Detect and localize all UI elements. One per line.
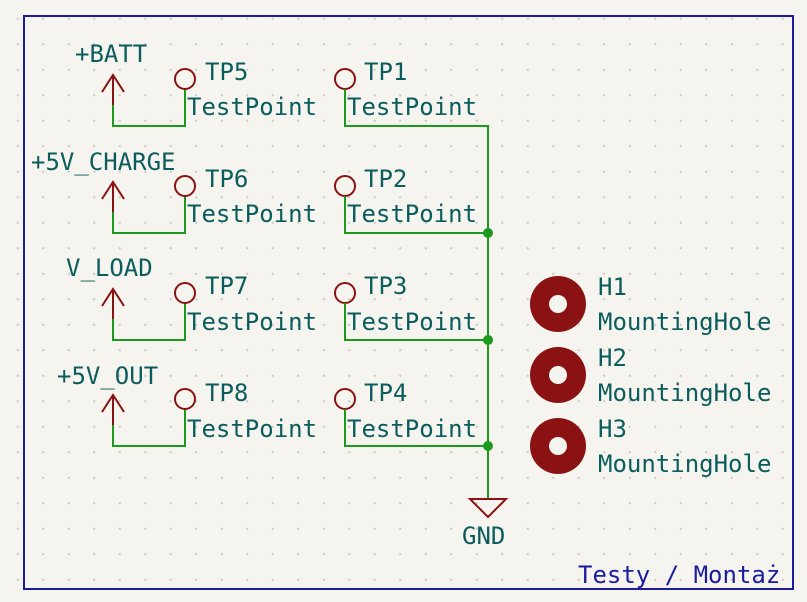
tp6-value: TestPoint <box>187 200 317 228</box>
testpoint-tp4-icon[interactable] <box>334 388 356 410</box>
power-label-v-load: V_LOAD <box>66 254 153 282</box>
wire-5v-charge-tp6 <box>112 196 186 234</box>
tp2-ref: TP2 <box>364 165 407 193</box>
tp2-value: TestPoint <box>347 200 477 228</box>
tp1-ref: TP1 <box>364 58 407 86</box>
tp8-value: TestPoint <box>187 415 317 443</box>
testpoint-tp7-icon[interactable] <box>174 282 196 304</box>
h2-ref: H2 <box>598 344 627 372</box>
wire-5v-out-tp8 <box>112 409 186 447</box>
h3-ref: H3 <box>598 415 627 443</box>
sheet-border <box>23 15 794 590</box>
mounting-hole-h2[interactable]: H2 MountingHole <box>530 344 771 407</box>
tp3-value: TestPoint <box>347 308 477 336</box>
testpoint-tp1-icon[interactable] <box>334 68 356 90</box>
gnd-testpoint-group[interactable]: TP1 TestPoint TP2 TestPoint TP3 TestPoin… <box>334 58 509 550</box>
power-arrow-head-batt <box>101 73 125 93</box>
power-testpoint-group-2[interactable]: +5V_CHARGE TP6 TestPoint <box>31 148 317 234</box>
mounting-hole-h2-center <box>549 366 567 384</box>
tp4-value: TestPoint <box>347 415 477 443</box>
wire-tp1-gnd <box>344 89 489 233</box>
power-label-5v-charge: +5V_CHARGE <box>31 148 176 176</box>
ground-symbol-icon[interactable] <box>467 498 509 519</box>
power-label-5v-out: +5V_OUT <box>57 362 158 390</box>
testpoint-tp6-icon[interactable] <box>174 175 196 197</box>
junction-dot-3 <box>483 441 493 451</box>
mounting-hole-h1[interactable]: H1 MountingHole <box>530 273 771 336</box>
tp7-value: TestPoint <box>187 308 317 336</box>
power-arrow-head-5v-charge <box>101 180 125 200</box>
power-label-batt: +BATT <box>75 40 147 68</box>
sheet-title: Testy / Montaż <box>578 561 780 589</box>
tp5-value: TestPoint <box>187 93 317 121</box>
h1-value: MountingHole <box>598 308 771 336</box>
junction-dot-1 <box>483 228 493 238</box>
mounting-hole-h3-center <box>549 437 567 455</box>
tp6-ref: TP6 <box>205 165 248 193</box>
power-arrow-head-v-load <box>101 287 125 307</box>
h3-value: MountingHole <box>598 450 771 478</box>
mounting-hole-h3[interactable]: H3 MountingHole <box>530 415 771 478</box>
wire-v-load-tp7 <box>112 303 186 341</box>
testpoint-tp5-icon[interactable] <box>174 68 196 90</box>
testpoint-tp8-icon[interactable] <box>174 388 196 410</box>
wire-batt-tp5 <box>112 89 186 127</box>
testpoint-tp3-icon[interactable] <box>334 282 356 304</box>
tp5-ref: TP5 <box>205 58 248 86</box>
wire-tp3-gnd <box>344 303 488 341</box>
wire-tp2-gnd <box>344 196 488 234</box>
testpoint-tp2-icon[interactable] <box>334 175 356 197</box>
power-testpoint-group-4[interactable]: +5V_OUT TP8 TestPoint <box>57 362 317 447</box>
tp3-ref: TP3 <box>364 272 407 300</box>
power-testpoint-group-3[interactable]: V_LOAD TP7 TestPoint <box>66 254 317 341</box>
power-testpoint-group-1[interactable]: +BATT TP5 TestPoint <box>75 40 317 127</box>
h1-ref: H1 <box>598 273 627 301</box>
tp8-ref: TP8 <box>205 379 248 407</box>
power-arrow-head-5v-out <box>101 393 125 413</box>
junction-dot-2 <box>483 335 493 345</box>
h2-value: MountingHole <box>598 379 771 407</box>
tp7-ref: TP7 <box>205 272 248 300</box>
mounting-hole-h1-center <box>549 295 567 313</box>
tp1-value: TestPoint <box>347 93 477 121</box>
wire-tp4-gnd <box>344 409 488 447</box>
tp4-ref: TP4 <box>364 379 407 407</box>
gnd-label: GND <box>462 522 505 550</box>
